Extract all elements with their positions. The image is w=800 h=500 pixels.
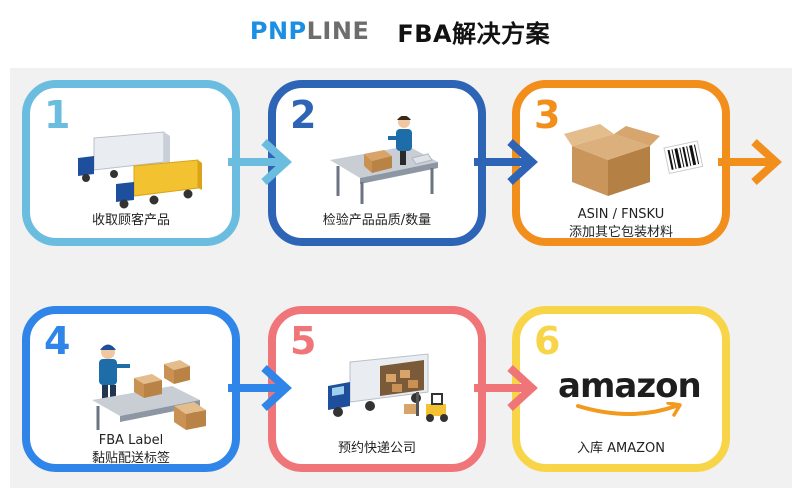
step-5-number: 5	[290, 319, 317, 363]
box-barcode-icon	[564, 124, 704, 196]
step-6-number: 6	[534, 319, 561, 363]
step-3-card: 3 ASIN / FNSKU 添加其它包装材料	[512, 80, 730, 246]
brand-name-part2: LINE	[306, 17, 370, 45]
amazon-logo-text: amazon	[558, 366, 702, 406]
step-2-card: 2 检验产品品质/数量	[268, 80, 486, 246]
step-6-caption-line: 入库 AMAZON	[577, 441, 665, 456]
step-4-card: 4 FBA Label 黏贴配送标签	[22, 306, 240, 472]
step-3-number: 3	[534, 93, 561, 137]
step-6-caption: 入库 AMAZON	[520, 440, 722, 458]
step-1-number: 1	[44, 93, 71, 137]
step-3-caption-line-2: 添加其它包装材料	[568, 225, 673, 240]
step-6-card: 6 amazon 入库 AMAZON	[512, 306, 730, 472]
brand-name-part1: PNP	[249, 17, 307, 45]
arrow-4-to-5	[228, 365, 292, 411]
arrow-2-to-3	[474, 139, 538, 185]
step-4-caption-line-2: 黏贴配送标签	[91, 451, 170, 466]
step-2-caption: 检验产品品质/数量	[276, 212, 478, 230]
step-5-caption: 预约快递公司	[276, 440, 478, 458]
step-5-card: 5 预约快递公司	[268, 306, 486, 472]
arrow-3-out	[718, 139, 782, 185]
arrow-1-to-2	[228, 139, 292, 185]
step-2-number: 2	[290, 93, 317, 137]
page-title: FBA解决方案	[397, 19, 551, 48]
arrow-5-to-6	[474, 365, 538, 411]
trucks-icon	[78, 131, 202, 209]
step-1-caption-line: 收取顾客产品	[91, 213, 170, 228]
truck-forklift-icon	[328, 353, 448, 422]
step-1-caption: 收取顾客产品	[30, 212, 232, 230]
step-5-caption-line: 预约快递公司	[337, 441, 416, 456]
amazon-smile-arrow	[576, 402, 682, 417]
step-4-number: 4	[44, 319, 71, 363]
step-4-caption: FBA Label 黏贴配送标签	[30, 432, 232, 468]
step-2-caption-line: 检验产品品质/数量	[322, 213, 432, 228]
conveyor-inspection-icon	[330, 116, 438, 204]
worker-packages-icon	[92, 344, 206, 430]
step-1-card: 1 收取顾客产品	[22, 80, 240, 246]
step-3-caption: ASIN / FNSKU 添加其它包装材料	[520, 206, 722, 242]
amazon-logo-icon: amazon	[558, 366, 708, 420]
step-4-caption-line-1: FBA Label	[98, 433, 164, 448]
step-3-caption-line-1: ASIN / FNSKU	[577, 207, 665, 222]
